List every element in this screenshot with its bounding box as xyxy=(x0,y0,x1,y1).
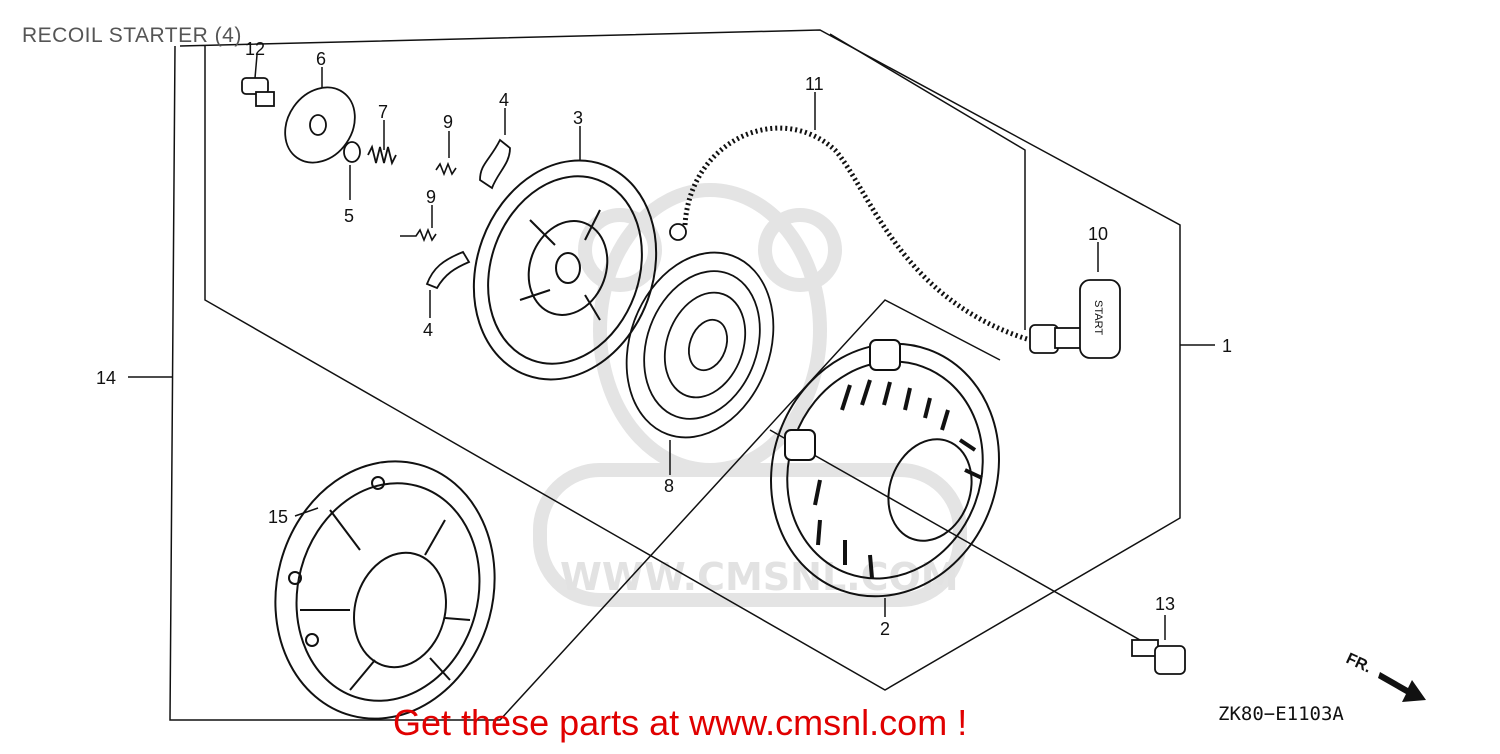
callouts: 1 2 3 4 4 5 6 7 8 9 9 10 11 12 13 14 15 xyxy=(96,39,1232,639)
watermark-band xyxy=(533,463,967,607)
reel-spoke-1 xyxy=(529,219,556,246)
reel-spoke-4 xyxy=(584,294,601,321)
bolt-shank xyxy=(255,91,275,107)
case-center xyxy=(887,438,973,542)
part-3-reel xyxy=(472,159,658,381)
callout-4-top: 4 xyxy=(499,90,509,110)
outline-assembly-14 xyxy=(169,45,1001,721)
callout-10: 10 xyxy=(1088,224,1108,244)
front-label: FR. xyxy=(1343,650,1374,676)
grip-handle xyxy=(1079,279,1121,359)
outline-assembly-1 xyxy=(179,29,1181,691)
cover-rib-5 xyxy=(349,659,376,691)
callout-12: 12 xyxy=(245,39,265,59)
spiral-core xyxy=(687,318,729,372)
bolt13-head xyxy=(1154,645,1186,675)
part-11-rope xyxy=(682,125,1031,343)
reel-groove xyxy=(487,175,643,365)
assembly-outlines xyxy=(169,29,1181,721)
rope-knot xyxy=(669,223,687,241)
callout-14: 14 xyxy=(96,368,116,388)
cover-rib-4 xyxy=(444,617,471,621)
callout-11: 11 xyxy=(805,74,824,94)
arrow-shape xyxy=(1378,672,1426,702)
part-4-pawl-top xyxy=(479,138,511,190)
cover-hole-left xyxy=(288,571,302,585)
front-arrow: FR. xyxy=(1343,650,1426,702)
part-5-washer xyxy=(343,141,361,163)
grip-collar xyxy=(1029,324,1059,354)
shop-link-banner[interactable]: Get these parts at www.cmsnl.com ! xyxy=(393,702,968,743)
part-9-spring-bottom xyxy=(400,227,437,243)
plate-hole xyxy=(309,114,327,136)
case-tab-left xyxy=(784,429,816,461)
outline-inner-edge xyxy=(829,33,1026,330)
reel-spoke-2 xyxy=(584,209,601,241)
case-outer xyxy=(770,342,1000,598)
reel-spoke-3 xyxy=(519,289,551,301)
part-15-cover xyxy=(274,460,496,720)
spiral-outer xyxy=(625,251,775,439)
part-7-spring xyxy=(367,144,397,166)
watermark-ear-left xyxy=(578,208,662,292)
reel-hub xyxy=(527,220,609,316)
reel-outer xyxy=(472,159,658,381)
leader-15 xyxy=(294,507,319,517)
watermark xyxy=(533,183,967,607)
cover-rim xyxy=(295,482,481,702)
cover-rib-1 xyxy=(329,509,361,551)
cover-rib-2 xyxy=(424,519,446,556)
cover-hole-bottom xyxy=(305,633,319,647)
part-2-case xyxy=(770,339,1000,598)
part-6-plate xyxy=(284,86,356,164)
part-9-spring-top xyxy=(435,161,457,177)
cover-rib-6 xyxy=(429,657,451,681)
grip-label: START xyxy=(1092,300,1104,335)
leader-13-axis xyxy=(769,429,1141,641)
callout-3: 3 xyxy=(573,108,583,128)
part-12-bolt xyxy=(241,77,275,107)
part-4-pawl-bottom xyxy=(425,250,471,290)
leader-lines xyxy=(128,54,1215,641)
cover-hole-top xyxy=(371,476,385,490)
callout-2: 2 xyxy=(880,619,890,639)
callout-5: 5 xyxy=(344,206,354,226)
bolt-head xyxy=(241,77,269,95)
callout-7: 7 xyxy=(378,102,388,122)
part-13-bolt xyxy=(1131,639,1186,675)
spiral-inner xyxy=(663,291,747,399)
spiral-mid xyxy=(643,270,761,420)
callout-15: 15 xyxy=(268,507,288,527)
case-tab-top xyxy=(869,339,901,371)
cover-center xyxy=(353,551,447,669)
callout-8: 8 xyxy=(664,476,674,496)
part-8-spiral-spring xyxy=(625,251,775,439)
diagram-title: RECOIL STARTER (4) xyxy=(22,24,242,47)
callout-4-bottom: 4 xyxy=(423,320,433,340)
watermark-ear-right xyxy=(758,208,842,292)
callout-13: 13 xyxy=(1155,594,1175,614)
drawing-code: ZK80−E1103A xyxy=(1218,703,1344,725)
callout-6: 6 xyxy=(316,49,326,69)
case-vents xyxy=(813,379,983,579)
leader-12 xyxy=(254,54,258,79)
watermark-text: WWW.CMSNL.COM xyxy=(560,555,959,599)
callout-9-bottom: 9 xyxy=(426,187,436,207)
spring-coil xyxy=(367,144,397,166)
cover-outer xyxy=(274,460,496,720)
part-10-grip xyxy=(1029,279,1121,359)
callout-1: 1 xyxy=(1222,336,1232,356)
reel-bore xyxy=(555,252,581,284)
callout-9-top: 9 xyxy=(443,112,453,132)
